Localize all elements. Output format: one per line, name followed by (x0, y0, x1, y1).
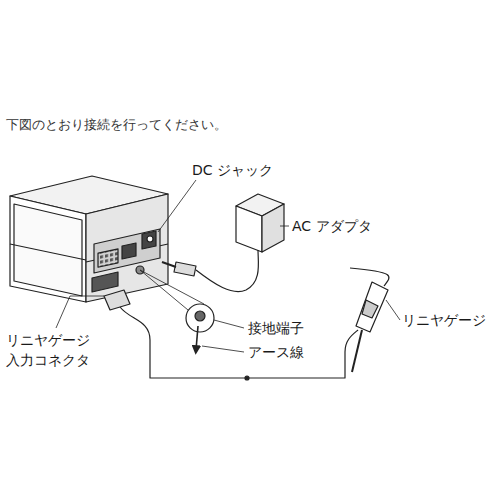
gauge-cable (104, 290, 345, 380)
part-label: リニヤゲージ 入力コネクタ (6, 330, 106, 371)
ground-terminal (140, 270, 214, 350)
leader-lines (56, 180, 400, 352)
part-label: 接地端子 (248, 318, 304, 338)
part-label: DC ジャック (192, 160, 273, 180)
part-label: AC アダプタ (292, 216, 372, 236)
indicator-unit (10, 176, 168, 302)
instruction-heading: 下図のとおり接続を行ってください。 (6, 116, 227, 135)
linear-gauge (345, 268, 389, 372)
part-label: アース線 (248, 342, 304, 362)
ac-adapter (162, 194, 284, 292)
part-label: リニヤゲージ (402, 310, 486, 330)
